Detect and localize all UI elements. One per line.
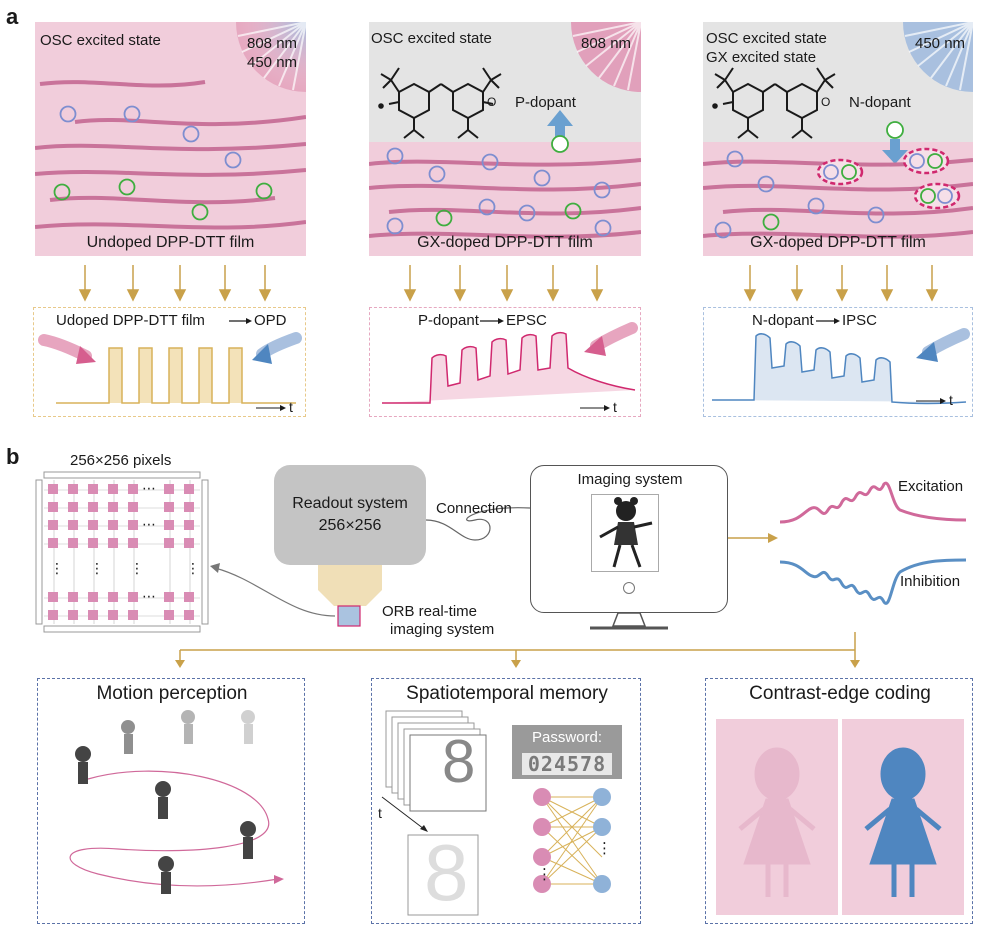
film2-graphics: O bbox=[369, 22, 641, 239]
polymer-chains bbox=[35, 80, 306, 230]
film3-wavelength-450: 450 nm bbox=[915, 35, 966, 52]
motion-title: Motion perception bbox=[96, 683, 248, 704]
opd-label-left: Udoped DPP-DTT film bbox=[56, 312, 205, 329]
film2-dopant-label: P-dopant bbox=[515, 94, 576, 111]
inhibition-label: Inhibition bbox=[900, 573, 961, 590]
nn-vdots-right: ⋮ bbox=[597, 840, 612, 857]
film3-state-line1: OSC excited state bbox=[706, 30, 827, 47]
panel-a-letter: a bbox=[6, 4, 19, 29]
film2-state-label: OSC excited state bbox=[371, 30, 492, 47]
memory-frames bbox=[381, 710, 622, 916]
pixel-array-label: 256×256 pixels bbox=[70, 452, 172, 469]
opd-trace bbox=[38, 332, 302, 411]
connection-label: Connection bbox=[436, 500, 512, 517]
pixel-vdots-2: ⋮ bbox=[90, 560, 104, 576]
pixel-dots-row2: ⋯ bbox=[142, 516, 156, 532]
memory-title: Spatiotemporal memory bbox=[406, 683, 608, 704]
opd-axis-t: t bbox=[289, 399, 293, 415]
ipsc-response-box: N-dopant IPSC t bbox=[703, 307, 973, 417]
pixel-vdots-3: ⋮ bbox=[130, 560, 144, 576]
film3-dopant-label: N-dopant bbox=[849, 94, 911, 111]
ipsc-label-left: N-dopant bbox=[752, 312, 814, 329]
film3-graphics: O bbox=[703, 22, 973, 239]
n-dopant-arrow bbox=[882, 121, 908, 164]
motion-trajectory bbox=[69, 710, 284, 894]
epsc-label-left: P-dopant bbox=[418, 312, 479, 329]
film2-label: GX-doped DPP-DTT film bbox=[417, 234, 593, 251]
undoped-film-panel: OSC excited state 808 nm 450 nm Undoped … bbox=[35, 22, 306, 256]
pixel-dots-row3: ⋯ bbox=[142, 588, 156, 604]
holes bbox=[59, 105, 242, 169]
contrast-edge-box: Contrast-edge coding bbox=[705, 678, 973, 924]
epsc-response-box: P-dopant EPSC t bbox=[369, 307, 641, 417]
svg-text:O: O bbox=[821, 95, 830, 109]
pixel-dots-row1: ⋯ bbox=[142, 480, 156, 496]
gx-doped-film-n-panel: O OSC excited state GX excited state 4 bbox=[703, 22, 973, 256]
password-label: Password: bbox=[531, 729, 603, 746]
pixel-array-graphic bbox=[35, 471, 209, 633]
light-fan-dual bbox=[236, 22, 306, 92]
panel-b-letter: b bbox=[6, 444, 20, 469]
password-value: 024578 bbox=[527, 752, 607, 776]
digit-8: 8 bbox=[442, 728, 476, 795]
imaging-label: Imaging system bbox=[577, 471, 683, 488]
holes-2 bbox=[386, 147, 612, 237]
contrast-figures bbox=[716, 719, 964, 915]
ipsc-trace bbox=[712, 318, 970, 405]
spatiotemporal-memory-box: Spatiotemporal memory 8 8 t Password: 02… bbox=[371, 678, 641, 924]
imaging-monitor: Imaging system bbox=[530, 465, 728, 613]
film1-graphics bbox=[35, 22, 306, 230]
figure-icon bbox=[599, 497, 653, 568]
film1-state-label: OSC excited state bbox=[40, 32, 161, 49]
motion-perception-box: Motion perception bbox=[37, 678, 305, 924]
readout-line2: 256×256 bbox=[318, 517, 382, 534]
film3-label: GX-doped DPP-DTT film bbox=[750, 234, 926, 251]
opd-label-arrow bbox=[229, 318, 252, 324]
power-icon bbox=[623, 582, 635, 594]
epsc-trace bbox=[382, 318, 638, 411]
epsc-label-right: EPSC bbox=[506, 312, 547, 329]
ipsc-axis-t: t bbox=[949, 392, 953, 408]
opd-label-right: OPD bbox=[254, 312, 287, 329]
gx-molecule-2: O bbox=[712, 67, 836, 139]
orb-line2: imaging system bbox=[390, 621, 495, 638]
imaging-screen bbox=[591, 494, 659, 572]
pixel-vdots-1: ⋮ bbox=[50, 560, 64, 576]
electrons bbox=[53, 178, 273, 221]
contrast-title: Contrast-edge coding bbox=[749, 683, 931, 704]
electrons-3 bbox=[762, 153, 943, 231]
holes-3 bbox=[714, 150, 953, 239]
readout-system: Readout system 256×256 bbox=[274, 465, 426, 565]
svg-text:O: O bbox=[487, 95, 496, 109]
film3-state-line2: GX excited state bbox=[706, 49, 817, 66]
gx-doped-film-p-panel: O OSC excited state 808 nm P-dopant GX-d… bbox=[369, 22, 641, 256]
pixel-vdots-4: ⋮ bbox=[186, 560, 200, 576]
light-fan-nir bbox=[571, 22, 641, 92]
gx-molecule: O bbox=[378, 67, 502, 139]
film1-wavelength-808: 808 nm bbox=[247, 35, 298, 52]
digit-8-trace: 8 bbox=[424, 828, 469, 917]
pixel-array: ⋯ ⋯ ⋯ ⋮ ⋮ ⋮ ⋮ bbox=[35, 471, 209, 633]
film1-wavelength-450: 450 nm bbox=[247, 54, 298, 71]
film1-label: Undoped DPP-DTT film bbox=[86, 234, 255, 251]
neural-network bbox=[541, 796, 603, 885]
memory-axis-t: t bbox=[378, 805, 382, 821]
readout-line1: Readout system bbox=[292, 495, 408, 512]
opd-left-text: Udoped DPP-DTT film bbox=[56, 312, 205, 329]
orb-line1: ORB real-time bbox=[382, 603, 478, 620]
epsc-axis-t: t bbox=[613, 399, 617, 415]
film2-wavelength-808: 808 nm bbox=[581, 35, 632, 52]
p-dopant-arrow bbox=[547, 110, 573, 153]
nn-vdots-left: ⋮ bbox=[537, 866, 552, 883]
opd-response-box: Udoped DPP-DTT film OPD t bbox=[33, 307, 306, 417]
electrons-2 bbox=[435, 202, 582, 227]
light-fan-blue bbox=[903, 22, 973, 92]
excitation-label: Excitation bbox=[898, 478, 964, 495]
ipsc-label-right: IPSC bbox=[842, 312, 878, 329]
